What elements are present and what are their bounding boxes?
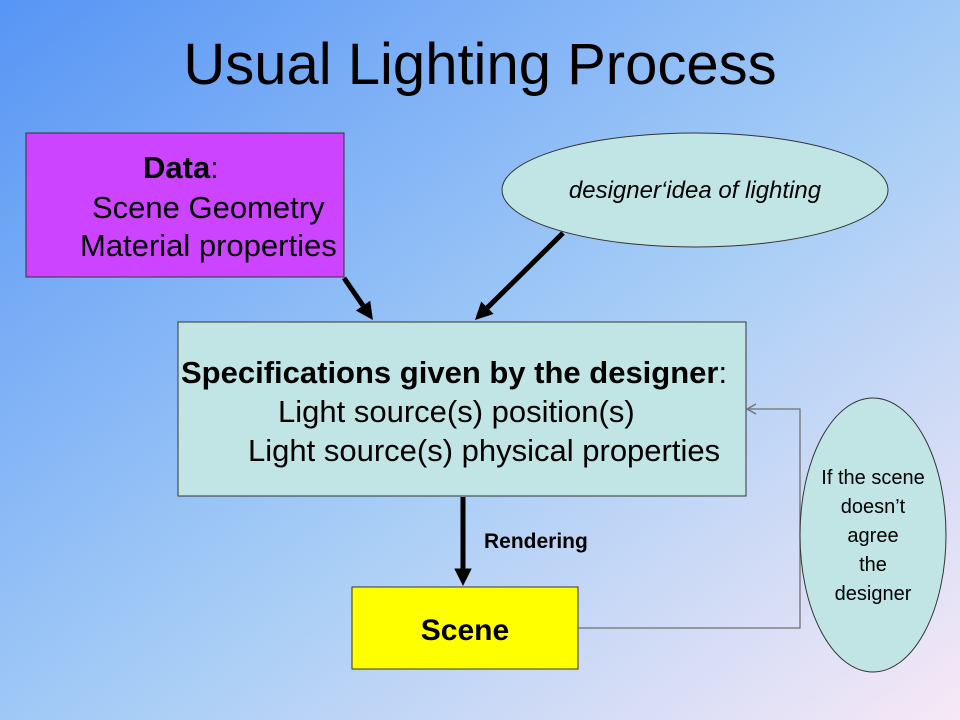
data-box-heading-word: Data bbox=[143, 150, 211, 185]
feedback-line-3: agree bbox=[847, 525, 898, 547]
scene-box-shape bbox=[351, 586, 579, 670]
designer-idea-ellipse: designer‘idea of lighting bbox=[501, 132, 889, 248]
designer-idea-ellipse-shape bbox=[501, 132, 889, 248]
specification-line-position: Light source(s) position(s) bbox=[278, 394, 635, 429]
feedback-ellipse-shape bbox=[799, 397, 947, 673]
idea-to-spec-arrow bbox=[474, 231, 565, 321]
scene-box: Scene bbox=[351, 586, 579, 670]
designer-idea-text: designer‘idea of lighting bbox=[569, 177, 822, 204]
feedback-arrowhead bbox=[745, 403, 757, 415]
feedback-ellipse: If the scene doesn’t agree the designer bbox=[799, 397, 947, 673]
data-box-shape bbox=[25, 132, 345, 278]
data-to-spec-arrow bbox=[341, 276, 373, 321]
data-box-heading: Data: bbox=[143, 150, 219, 185]
feedback-line bbox=[578, 408, 801, 629]
slide-title: Usual Lighting Process bbox=[183, 32, 776, 97]
scene-label: Scene bbox=[421, 614, 509, 647]
specification-box-shape bbox=[177, 321, 747, 497]
data-box: Data: Scene Geometry Material properties bbox=[25, 132, 345, 278]
specification-heading: Specifications given by the designer: bbox=[181, 355, 727, 390]
feedback-line-2: doesn’t bbox=[841, 496, 906, 518]
specification-heading-words: Specifications given by the designer bbox=[181, 355, 718, 390]
rendering-label: Rendering bbox=[484, 530, 588, 553]
feedback-line-1: If the scene bbox=[821, 467, 924, 489]
data-box-heading-colon: : bbox=[210, 150, 219, 185]
data-box-line-material-properties: Material properties bbox=[80, 228, 337, 263]
specification-line-physical-properties: Light source(s) physical properties bbox=[248, 433, 720, 468]
specification-heading-colon: : bbox=[718, 355, 727, 390]
specification-box: Specifications given by the designer: Li… bbox=[177, 321, 747, 497]
feedback-line-5: designer bbox=[835, 583, 912, 605]
feedback-line-4: the bbox=[859, 554, 887, 576]
data-box-line-scene-geometry: Scene Geometry bbox=[92, 190, 325, 225]
